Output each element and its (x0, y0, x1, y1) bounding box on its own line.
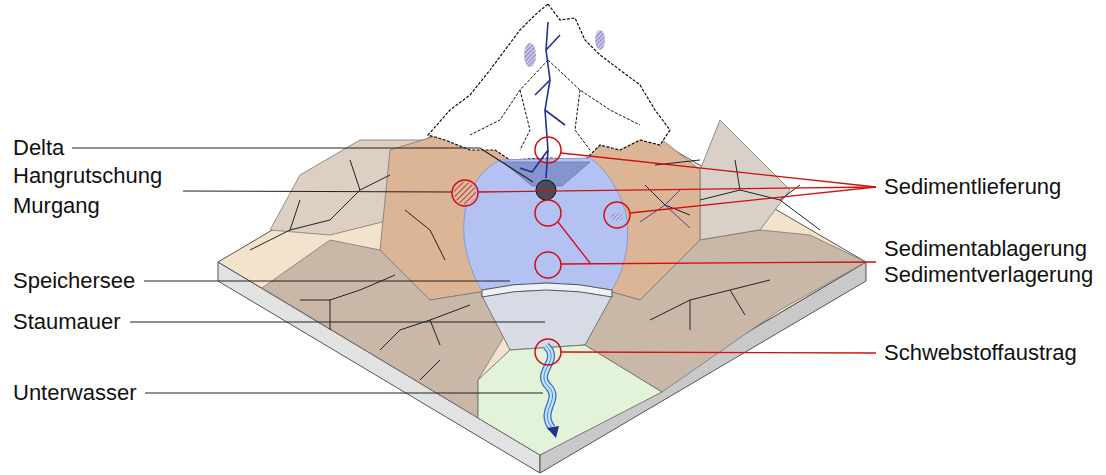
marker-circle (452, 180, 478, 206)
part-label: Unterwasser (13, 380, 136, 406)
flow-arrowhead (547, 426, 559, 438)
leader-line (145, 392, 543, 393)
part-label: Delta (13, 135, 64, 161)
ridge-line (650, 280, 770, 320)
marker-circle (535, 252, 561, 278)
ridge-line (735, 160, 740, 190)
leader-line (561, 262, 876, 264)
part-label: Speichersee (13, 268, 135, 294)
leader-line (144, 280, 510, 281)
ridge-line (350, 160, 360, 190)
ridge-line (330, 175, 390, 220)
leader-line (183, 191, 452, 192)
ridge-line (250, 220, 330, 250)
glacier-patch (524, 43, 536, 67)
dam-valley (482, 289, 612, 350)
ridge-line (300, 275, 395, 300)
part-label: Sedimentlieferung (884, 174, 1061, 200)
ridge-line (548, 60, 640, 125)
marker-circle (535, 200, 561, 226)
leader-line (561, 153, 876, 187)
summit-ridges (470, 60, 640, 150)
ridge-line (405, 210, 445, 260)
red-markers (452, 137, 630, 365)
ridge-line (730, 290, 745, 315)
river-outline (544, 346, 553, 428)
leader-line (130, 321, 545, 322)
terrain-zone (700, 120, 790, 240)
part-label: Sedimentverlagerung (884, 262, 1093, 288)
marker-circle (535, 339, 561, 365)
leader-line (478, 187, 876, 192)
part-label: Hangrutschung (13, 163, 162, 189)
ridge-line (290, 200, 300, 230)
leader-line (561, 352, 876, 353)
stream-line (640, 190, 680, 222)
ridge-line (330, 300, 331, 330)
river-centerline (544, 346, 553, 428)
ridge-line (420, 360, 440, 380)
marker-circle (535, 137, 561, 163)
stream-line (545, 110, 565, 125)
ridge-line (700, 190, 820, 230)
ridge-line (690, 300, 691, 330)
ridge-line (780, 185, 800, 200)
debris-patch (611, 213, 623, 221)
summit-stream (520, 22, 565, 178)
downstream-area (478, 345, 662, 455)
leader-line (630, 187, 876, 213)
landslide-patch (454, 182, 476, 204)
ridge-line (575, 90, 590, 150)
red-leader-lines (478, 153, 876, 353)
ridge-line (380, 305, 470, 350)
stream-line (520, 150, 548, 172)
stream-line (546, 35, 560, 50)
part-label: Murgang (13, 193, 100, 219)
dam-wall (482, 283, 612, 297)
delta-deposit (536, 180, 556, 200)
leader-line (558, 222, 590, 263)
part-label: Staumauer (13, 309, 121, 335)
ridge-line (470, 60, 548, 135)
river (544, 346, 553, 428)
stream-line (535, 80, 550, 95)
ridge-line (520, 90, 530, 150)
terrain-zone (585, 230, 866, 392)
part-label: Sedimentablagerung (884, 236, 1087, 262)
part-label: Schwebstoffaustrag (884, 340, 1077, 366)
marker-circle (604, 202, 630, 228)
ridge-line (430, 320, 440, 345)
glacier-patch (595, 30, 605, 50)
